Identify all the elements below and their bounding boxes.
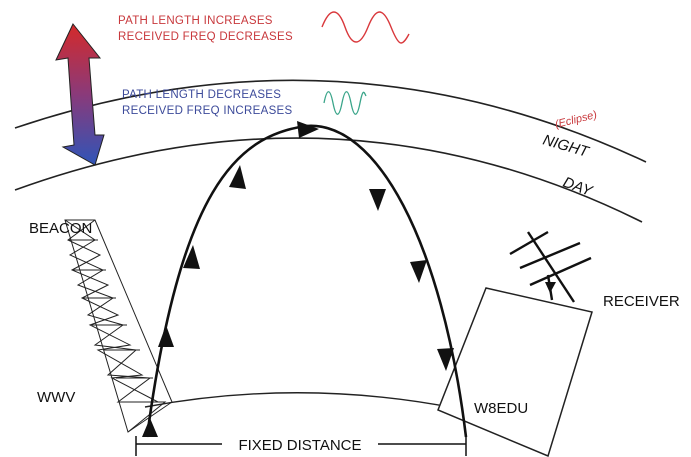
label-w8edu: W8EDU (474, 400, 528, 417)
beacon-tower (64, 219, 173, 433)
path-arrow-3 (183, 245, 200, 269)
receiver-building (437, 287, 593, 457)
label-receiver: RECEIVER (603, 293, 680, 310)
path-arrow-1 (142, 418, 158, 437)
fixed-distance-bracket (135, 436, 467, 456)
earth-surface-arc (144, 392, 456, 409)
path-arrow-5 (297, 121, 319, 138)
high-frequency-wave (323, 91, 367, 115)
label-fixed-distance: FIXED DISTANCE (238, 437, 361, 454)
path-arrow-4 (229, 165, 246, 189)
label-beacon: BEACON (29, 220, 92, 237)
path-arrow-2 (158, 325, 174, 347)
label-increase-line1: PATH LENGTH INCREASES (118, 15, 273, 27)
label-increase-line2: RECEIVED FREQ DECREASES (118, 31, 293, 43)
path-arrowheads (142, 121, 454, 437)
label-day: DAY (561, 174, 596, 200)
label-decrease-line2: RECEIVED FREQ INCREASES (122, 105, 293, 117)
path-arrow-6 (369, 189, 386, 211)
receiver-antenna (509, 230, 592, 303)
day-layer-arc (14, 137, 643, 223)
path-arrow-7 (410, 260, 427, 283)
label-wwv: WWV (37, 389, 75, 406)
night-layer-arc (14, 79, 647, 163)
antenna-mast-arrow (545, 282, 556, 293)
propagation-path (145, 124, 468, 438)
label-decrease-line1: PATH LENGTH DECREASES (122, 89, 281, 101)
label-eclipse: (Eclipse) (554, 109, 599, 131)
path-arrow-8 (437, 348, 454, 371)
low-frequency-wave (321, 11, 410, 44)
path-length-double-arrow (55, 23, 105, 166)
